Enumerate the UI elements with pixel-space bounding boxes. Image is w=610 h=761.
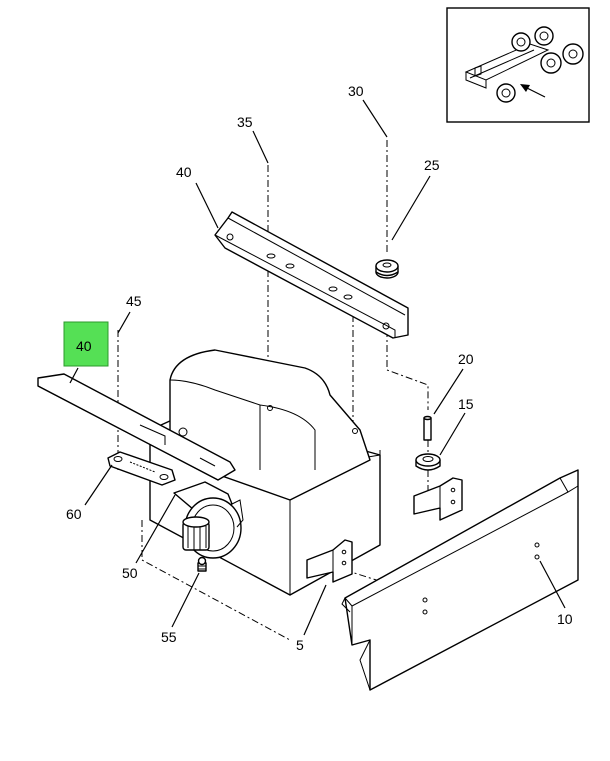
callout-55[interactable]: 55 [161, 629, 177, 645]
callout-50[interactable]: 50 [122, 565, 138, 581]
strap-link-part [107, 451, 176, 486]
upper-bracket-part [413, 477, 463, 521]
callout-40-top[interactable]: 40 [176, 164, 192, 180]
leader-lines [69, 99, 566, 636]
callout-25[interactable]: 25 [424, 157, 440, 173]
truck-chassis-thumbnail [464, 26, 584, 103]
callout-5[interactable]: 5 [296, 637, 304, 653]
grommet-top-part [375, 259, 399, 279]
hold-down-strap-top-part [214, 211, 409, 339]
callout-labels: 30 35 25 40 45 40 20 15 60 50 55 5 10 [66, 83, 573, 653]
grommet-lower-part [415, 453, 441, 471]
hold-down-strap-lower-part [37, 373, 236, 481]
frame-rail-part [341, 469, 579, 691]
callout-10[interactable]: 10 [557, 611, 573, 627]
shutoff-switch-part [173, 481, 244, 559]
callout-30[interactable]: 30 [348, 83, 364, 99]
screw-part [197, 556, 207, 572]
locator-inset [446, 7, 590, 123]
callout-15[interactable]: 15 [458, 396, 474, 412]
callout-45[interactable]: 45 [126, 293, 142, 309]
lower-bracket-part [306, 539, 353, 583]
location-arrow-icon [520, 84, 546, 98]
highlight-box [63, 321, 109, 367]
callout-60[interactable]: 60 [66, 506, 82, 522]
callout-20[interactable]: 20 [458, 351, 474, 367]
callout-35[interactable]: 35 [237, 114, 253, 130]
stud-part [423, 415, 432, 441]
callout-40-highlight[interactable]: 40 [76, 338, 92, 354]
